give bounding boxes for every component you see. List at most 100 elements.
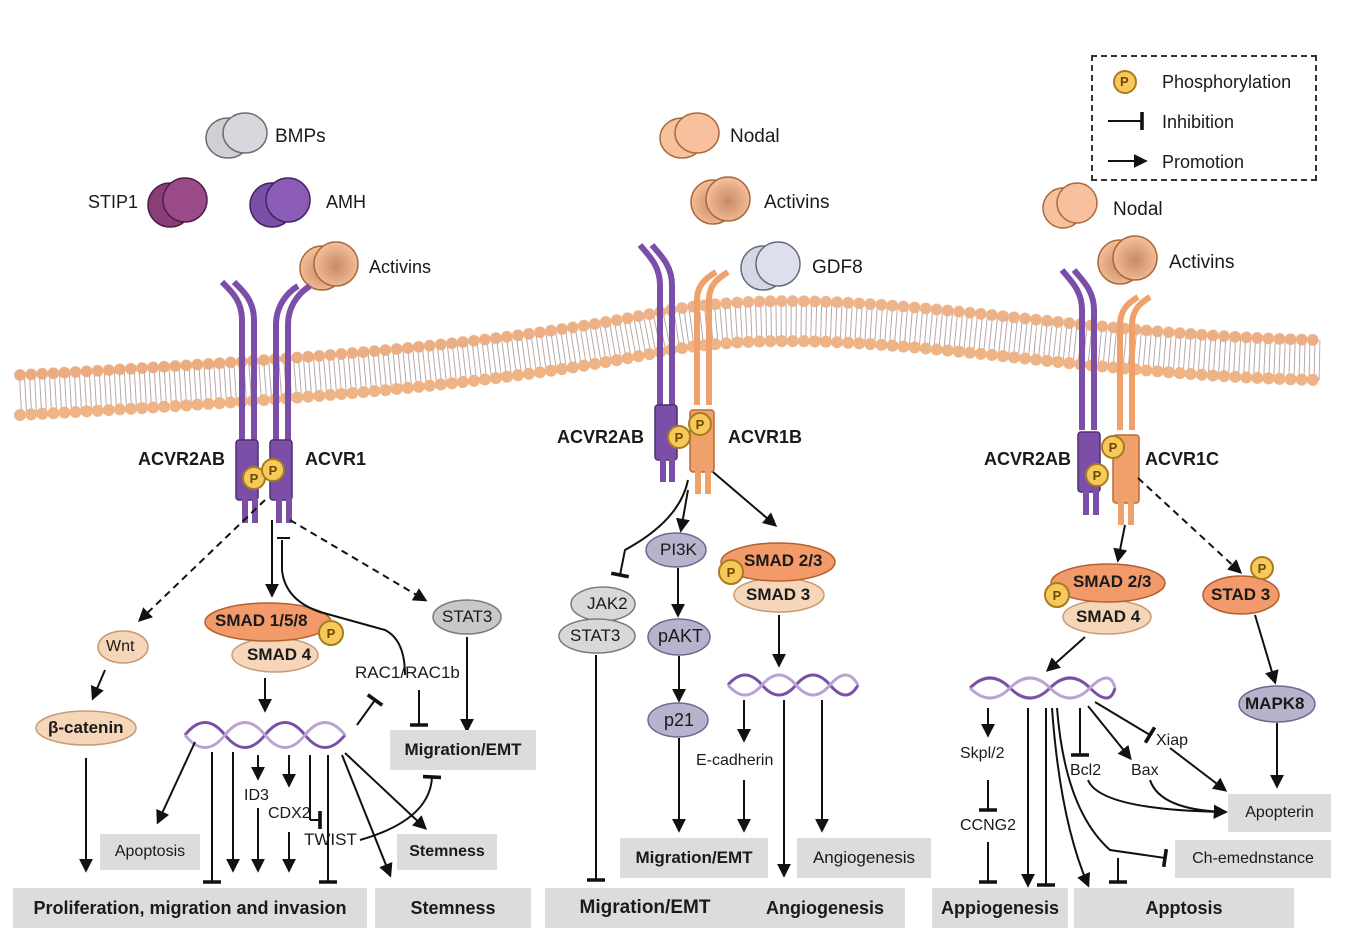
- wnt-label: Wnt: [106, 638, 135, 655]
- migration-emt-box: Migration/EMT: [390, 730, 536, 770]
- angiogenesis-bottom-box: Appiogenesis: [932, 888, 1068, 928]
- phospho-mark: P: [727, 565, 736, 580]
- wnt-node: [97, 630, 149, 664]
- phospho-mark: P: [1258, 561, 1267, 576]
- apoptosis-box: Apoptosis: [100, 834, 200, 870]
- skp12-label: Skpl/2: [960, 745, 1005, 762]
- ecadherin-label: E-cadherin: [696, 752, 774, 769]
- acvr1-label: ACVR1: [305, 449, 367, 469]
- phospho-icon: [1250, 556, 1274, 580]
- right-arrows: [979, 477, 1284, 888]
- id3-label: ID3: [244, 787, 269, 804]
- middle-ligands: [659, 112, 801, 291]
- bmps-ligand-icon: [205, 112, 268, 159]
- proliferation-box: Proliferation, migration and invasion: [13, 888, 367, 928]
- jak2-label: JAK2: [587, 594, 628, 613]
- stemness-small-box: Stemness: [397, 834, 497, 870]
- smad4-label: SMAD 4: [1076, 607, 1141, 626]
- bax-label: Bax: [1131, 762, 1159, 779]
- phospho-icon: [667, 425, 691, 449]
- gdf8-ligand-icon: [740, 241, 801, 291]
- p21-label: p21: [664, 710, 695, 730]
- beta-catenin-label: β-catenin: [48, 718, 124, 737]
- dna-left-icon: [183, 721, 347, 749]
- apopterin-box: Apopterin: [1228, 794, 1331, 832]
- pakt-node: [647, 618, 711, 656]
- stat3-label: STAT3: [570, 626, 621, 645]
- phospho-mark: P: [269, 463, 278, 478]
- nodal-label: Nodal: [730, 126, 780, 147]
- middle-pathway-shapes: P: [558, 532, 860, 738]
- migration-emt-bottom-box: Migration/EMT: [545, 888, 745, 928]
- chemoresistance-box: Ch-emednstance: [1175, 840, 1331, 878]
- legend-inhibition: Inhibition: [1162, 112, 1235, 132]
- middle-arrows: [587, 471, 829, 882]
- twist-label: TWIST: [304, 830, 357, 849]
- nodal-label: Nodal: [1113, 199, 1163, 220]
- activins-label: Activins: [1169, 252, 1235, 273]
- legend-icons: [1108, 70, 1148, 168]
- bcl2-label: Bcl2: [1070, 762, 1102, 779]
- pi3k-label: PI3K: [660, 540, 697, 559]
- beta-catenin-node: [35, 710, 137, 746]
- activins-label: Activins: [764, 192, 830, 213]
- acvr2ab-label: ACVR2AB: [557, 427, 645, 447]
- pi3k-node: [645, 532, 707, 568]
- phospho-icon: [1101, 435, 1125, 459]
- phospho-icon: [1044, 582, 1070, 608]
- pakt-label: pAKT: [658, 626, 704, 646]
- smad23-node: [1050, 563, 1166, 603]
- legend-phosphorylation: Phosphorylation: [1162, 72, 1292, 92]
- legend-promotion: Promotion: [1162, 152, 1245, 172]
- cdx2-label: CDX2: [268, 805, 311, 822]
- activins-ligand-icon: [1097, 235, 1158, 285]
- angiogenesis-bottom-box: Angiogenesis: [745, 888, 905, 928]
- right-ligands: [1042, 182, 1158, 285]
- phospho-icon: [261, 458, 285, 482]
- right-pathway-shapes: PP: [968, 556, 1316, 723]
- migration-emt-box: Migration/EMT: [620, 838, 768, 878]
- bmps-label: BMPs: [275, 126, 326, 147]
- activins-ligand-icon: [690, 176, 751, 225]
- phospho-icon: [718, 559, 744, 585]
- smad23-label: SMAD 2/3: [744, 551, 823, 570]
- phospho-mark: P: [696, 417, 705, 432]
- amh-ligand-icon: [249, 177, 311, 228]
- left-receptor-complex: PP: [219, 279, 312, 523]
- left-ligands: [147, 112, 359, 291]
- phospho-mark: P: [250, 471, 259, 486]
- stad3-node: [1202, 575, 1280, 615]
- smad158-label: SMAD 1/5/8: [215, 611, 308, 630]
- phospho-icon: [688, 412, 712, 436]
- stat3-node: [432, 599, 502, 635]
- phospho-icon: [1085, 463, 1109, 487]
- phospho-mark: P: [1053, 588, 1062, 603]
- stat3-node: [558, 618, 636, 654]
- smad23-node: [720, 542, 836, 582]
- apoptosis-bottom-box: Apptosis: [1074, 888, 1294, 928]
- acvr2ab-label: ACVR2AB: [984, 449, 1072, 469]
- smad4-label: SMAD 4: [247, 645, 312, 664]
- stip1-label: STIP1: [88, 192, 139, 212]
- phospho-mark: P: [327, 626, 336, 641]
- stemness-box: Stemness: [375, 888, 531, 928]
- nodal-ligand-icon: [659, 112, 720, 159]
- amh-label: AMH: [326, 192, 366, 212]
- p21-node: [647, 702, 709, 738]
- mapk8-label: MAPK8: [1245, 694, 1305, 713]
- nodal-ligand-icon: [1042, 182, 1098, 229]
- stad3-label: STAD 3: [1211, 585, 1271, 604]
- middle-receptor-complex: PP: [637, 243, 730, 494]
- angiogenesis-box: Angiogenesis: [797, 838, 931, 878]
- ccng2-label: CCNG2: [960, 817, 1017, 834]
- legend-phospho-mark: P: [1120, 74, 1129, 89]
- stip1-ligand-icon: [147, 177, 208, 228]
- phospho-mark: P: [1109, 440, 1118, 455]
- dna-right-icon: [968, 676, 1117, 700]
- acvr2ab-label: ACVR2AB: [138, 449, 226, 469]
- dna-middle-icon: [726, 673, 860, 697]
- legend-phospho-icon: [1113, 70, 1137, 94]
- rac1-label: RAC1/RAC1b: [355, 663, 460, 682]
